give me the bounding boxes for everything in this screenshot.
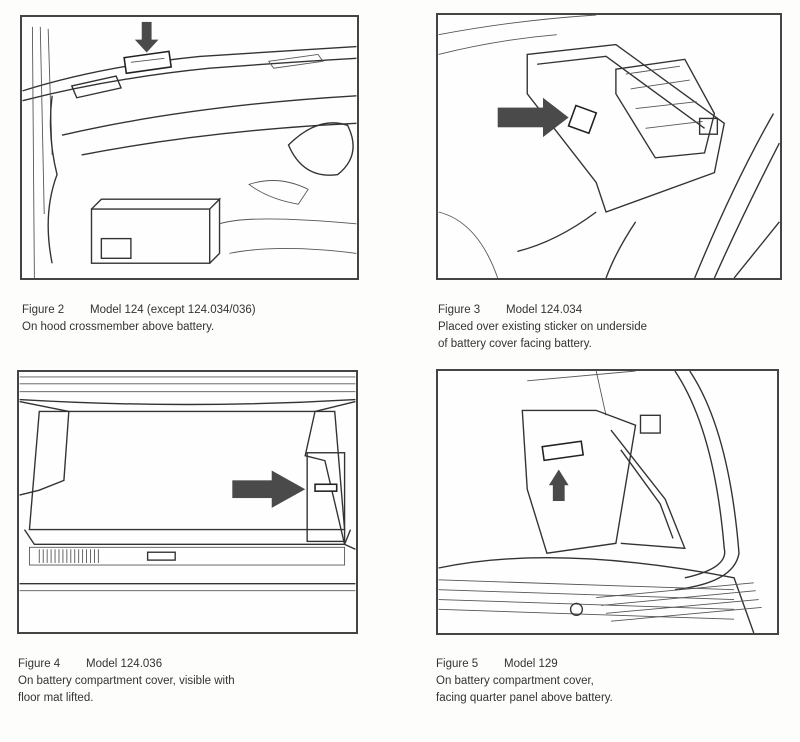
- figure-number: Figure 5: [436, 658, 479, 670]
- figure-description: On battery compartment cover,: [436, 675, 594, 687]
- sticker-label: [541, 440, 585, 462]
- figure-description: floor mat lifted.: [18, 692, 94, 704]
- figure-4-caption: Figure 4 Model 124.036 On battery compart…: [18, 656, 235, 707]
- quarter-panel-drawing: [438, 371, 762, 633]
- figure-number: Figure 3: [438, 304, 481, 316]
- figure-2-illustration: [20, 15, 359, 280]
- arrow-icon: [232, 480, 274, 499]
- battery-cover-drawing: [438, 15, 780, 278]
- figure-model: Model 124.036: [86, 658, 163, 670]
- figure-description: Placed over existing sticker on undersid…: [438, 321, 648, 333]
- figure-model: Model 124.034: [506, 304, 583, 316]
- arrow-icon: [497, 107, 545, 128]
- figure-3-illustration: [436, 13, 782, 280]
- figure-2-caption: Figure 2 Model 124 (except 124.034/036) O…: [22, 302, 256, 336]
- arrow-icon: [141, 21, 152, 42]
- sticker-label: [123, 50, 173, 75]
- arrow-icon: [552, 483, 565, 502]
- figure-4-illustration: [17, 370, 358, 634]
- sticker-label: [567, 104, 598, 135]
- figure-number: Figure 2: [22, 304, 65, 316]
- figure-5-illustration: [436, 369, 779, 635]
- figure-description: of battery cover facing battery.: [438, 338, 592, 350]
- figure-number: Figure 4: [18, 658, 61, 670]
- trunk-compartment-drawing: [19, 376, 356, 592]
- figure-model: Model 129: [504, 658, 558, 670]
- figure-3-caption: Figure 3 Model 124.034 Placed over existi…: [438, 302, 647, 353]
- figure-5-caption: Figure 5 Model 129 On battery compartment…: [436, 656, 613, 707]
- sticker-label: [314, 483, 338, 492]
- figure-description: facing quarter panel above battery.: [436, 692, 613, 704]
- engine-bay-hood-drawing: [22, 21, 357, 278]
- figure-description: On battery compartment cover, visible wi…: [18, 675, 235, 687]
- figure-model: Model 124 (except 124.034/036): [90, 304, 256, 316]
- figure-description: On hood crossmember above battery.: [22, 321, 215, 333]
